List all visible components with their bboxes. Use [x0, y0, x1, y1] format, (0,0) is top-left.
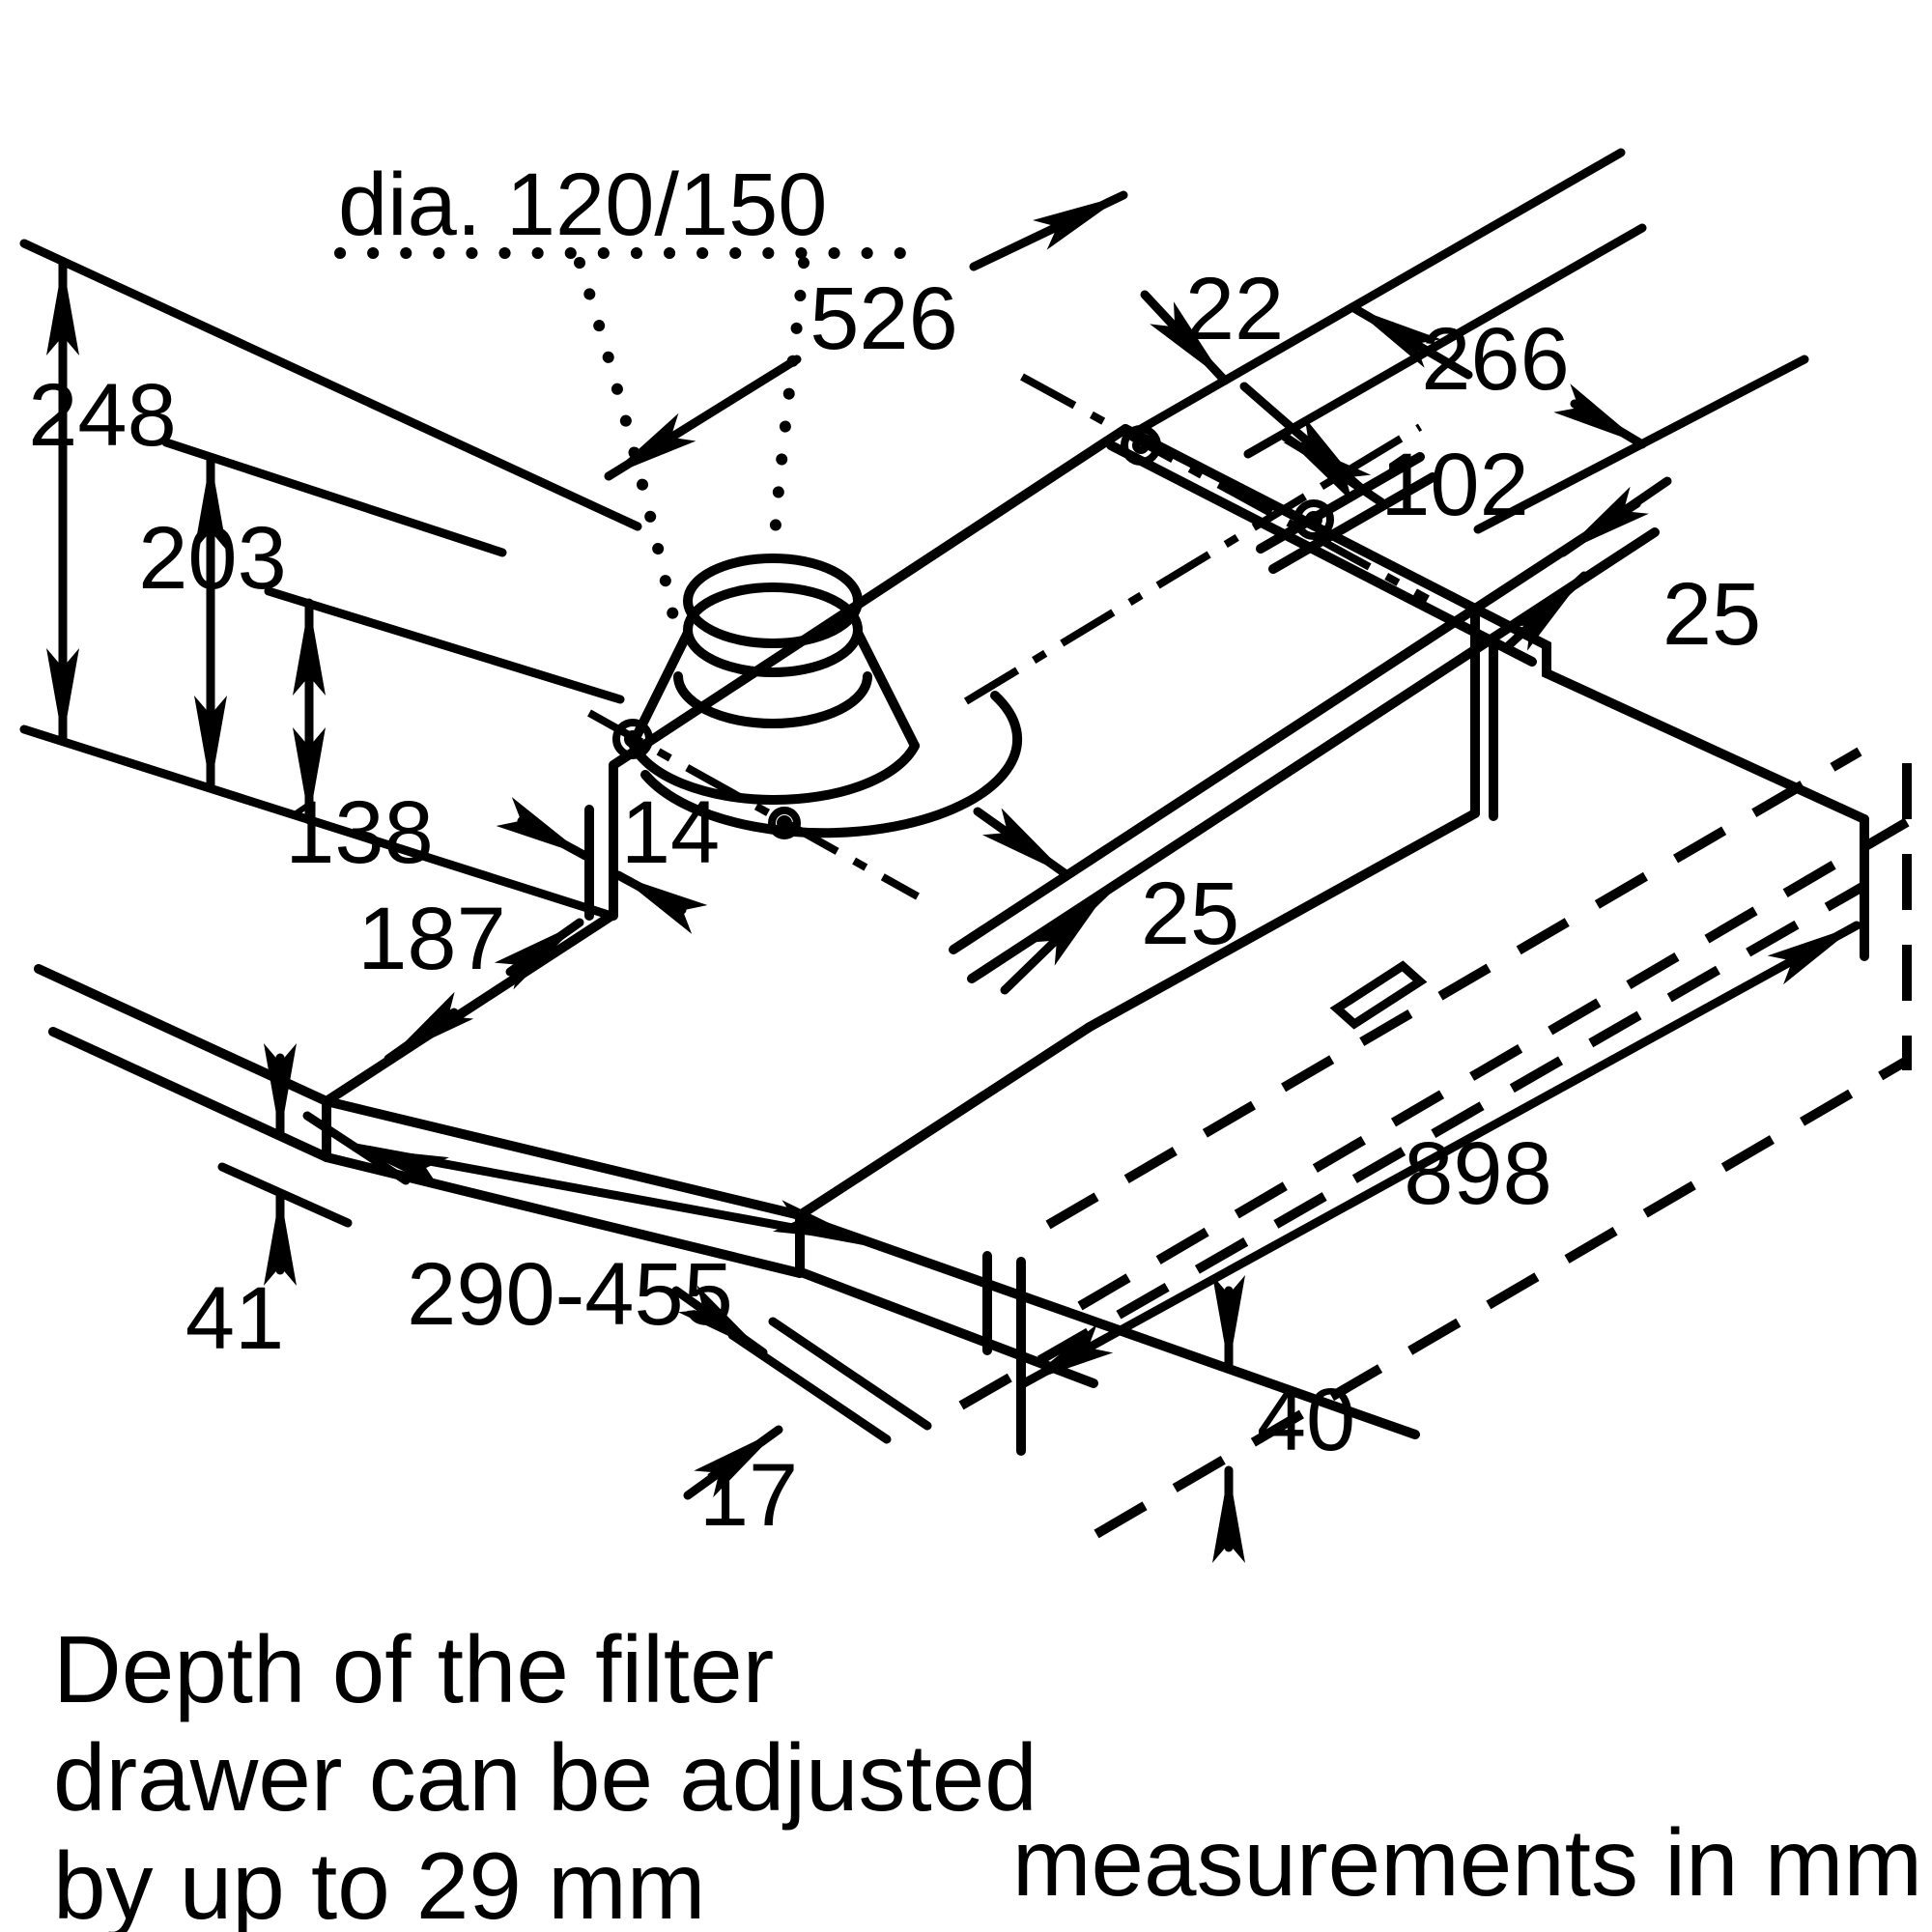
note-line-1: Depth of the filter: [53, 1616, 774, 1722]
duct-diameter-label: dia. 120/150: [338, 156, 827, 254]
note-line-3: by up to 29 mm: [53, 1833, 705, 1932]
dim-187-label: 187: [357, 890, 506, 988]
dim-22-label: 22: [1185, 260, 1284, 358]
dim-17-label: 17: [699, 1446, 798, 1545]
dim-102-label: 102: [1380, 436, 1529, 534]
dim-25-mid-label: 25: [1141, 865, 1239, 963]
dim-526-label: 526: [810, 270, 958, 368]
dim-138-label: 138: [285, 783, 434, 882]
dim-248-label: 248: [28, 366, 177, 465]
dim-25-top-label: 25: [1662, 565, 1761, 664]
dim-14-label: 14: [621, 783, 720, 882]
dim-41-label: 41: [185, 1269, 284, 1368]
dim-266-label: 266: [1421, 310, 1570, 409]
dim-40-label: 40: [1257, 1371, 1355, 1469]
hinge-holes: [612, 425, 1334, 839]
center-lines: [587, 373, 1430, 900]
note-line-2: drawer can be adjusted: [53, 1724, 1037, 1831]
dim-203-label: 203: [138, 509, 287, 608]
cabinet-phantom-dashed: [958, 747, 1912, 1539]
duct-leader-dotted: [334, 247, 923, 636]
filter-drawer: [34, 911, 1420, 1456]
units-note: measurements in mm: [1012, 1809, 1922, 1916]
dim-898-label: 898: [1404, 1124, 1552, 1223]
dim-290-455-label: 290-455: [407, 1245, 733, 1344]
control-switch: [1329, 960, 1428, 1030]
